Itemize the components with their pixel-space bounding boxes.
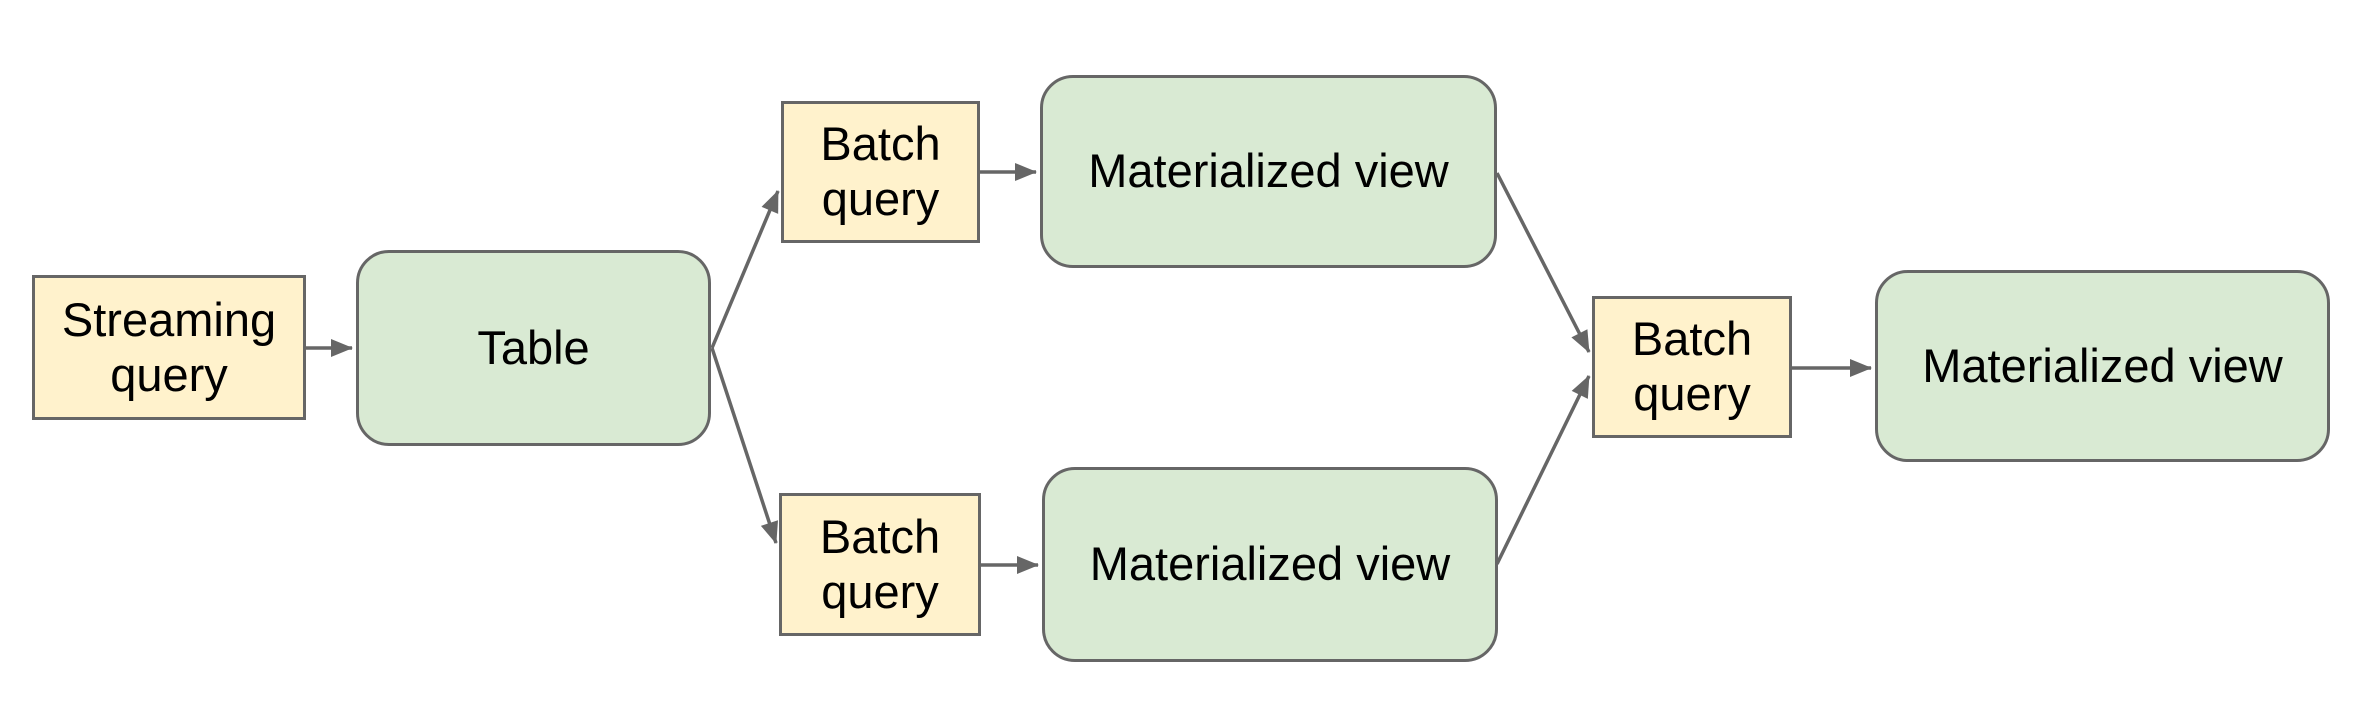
- node-table: Table: [356, 250, 711, 446]
- arrow-materialized-view-bottom-to-batch-query-merge: [1495, 375, 1591, 565]
- arrow-materialized-view-top-to-batch-query-merge: [1495, 172, 1591, 353]
- arrow-table-to-batch-query-bottom: [710, 347, 779, 544]
- node-batch-query-top-label: Batch query: [820, 117, 941, 225]
- node-table-label: Table: [477, 320, 590, 374]
- node-batch-query-bottom-label: Batch query: [819, 509, 941, 618]
- node-materialized-view-final: Materialized view: [1875, 270, 2330, 462]
- node-batch-query-merge: Batch query: [1592, 296, 1792, 438]
- node-materialized-view-top: Materialized view: [1040, 75, 1497, 268]
- node-batch-query-merge-label: Batch query: [1631, 312, 1753, 420]
- node-streaming-query-label: Streaming query: [61, 292, 277, 401]
- node-materialized-view-bottom-label: Materialized view: [1089, 537, 1451, 590]
- node-materialized-view-final-label: Materialized view: [1922, 338, 2283, 392]
- node-streaming-query: Streaming query: [32, 275, 306, 420]
- arrow-table-to-batch-query-top: [710, 190, 780, 349]
- node-batch-query-bottom: Batch query: [779, 493, 981, 636]
- node-batch-query-top: Batch query: [781, 101, 980, 243]
- node-materialized-view-top-label: Materialized view: [1088, 144, 1449, 197]
- node-materialized-view-bottom: Materialized view: [1042, 467, 1498, 662]
